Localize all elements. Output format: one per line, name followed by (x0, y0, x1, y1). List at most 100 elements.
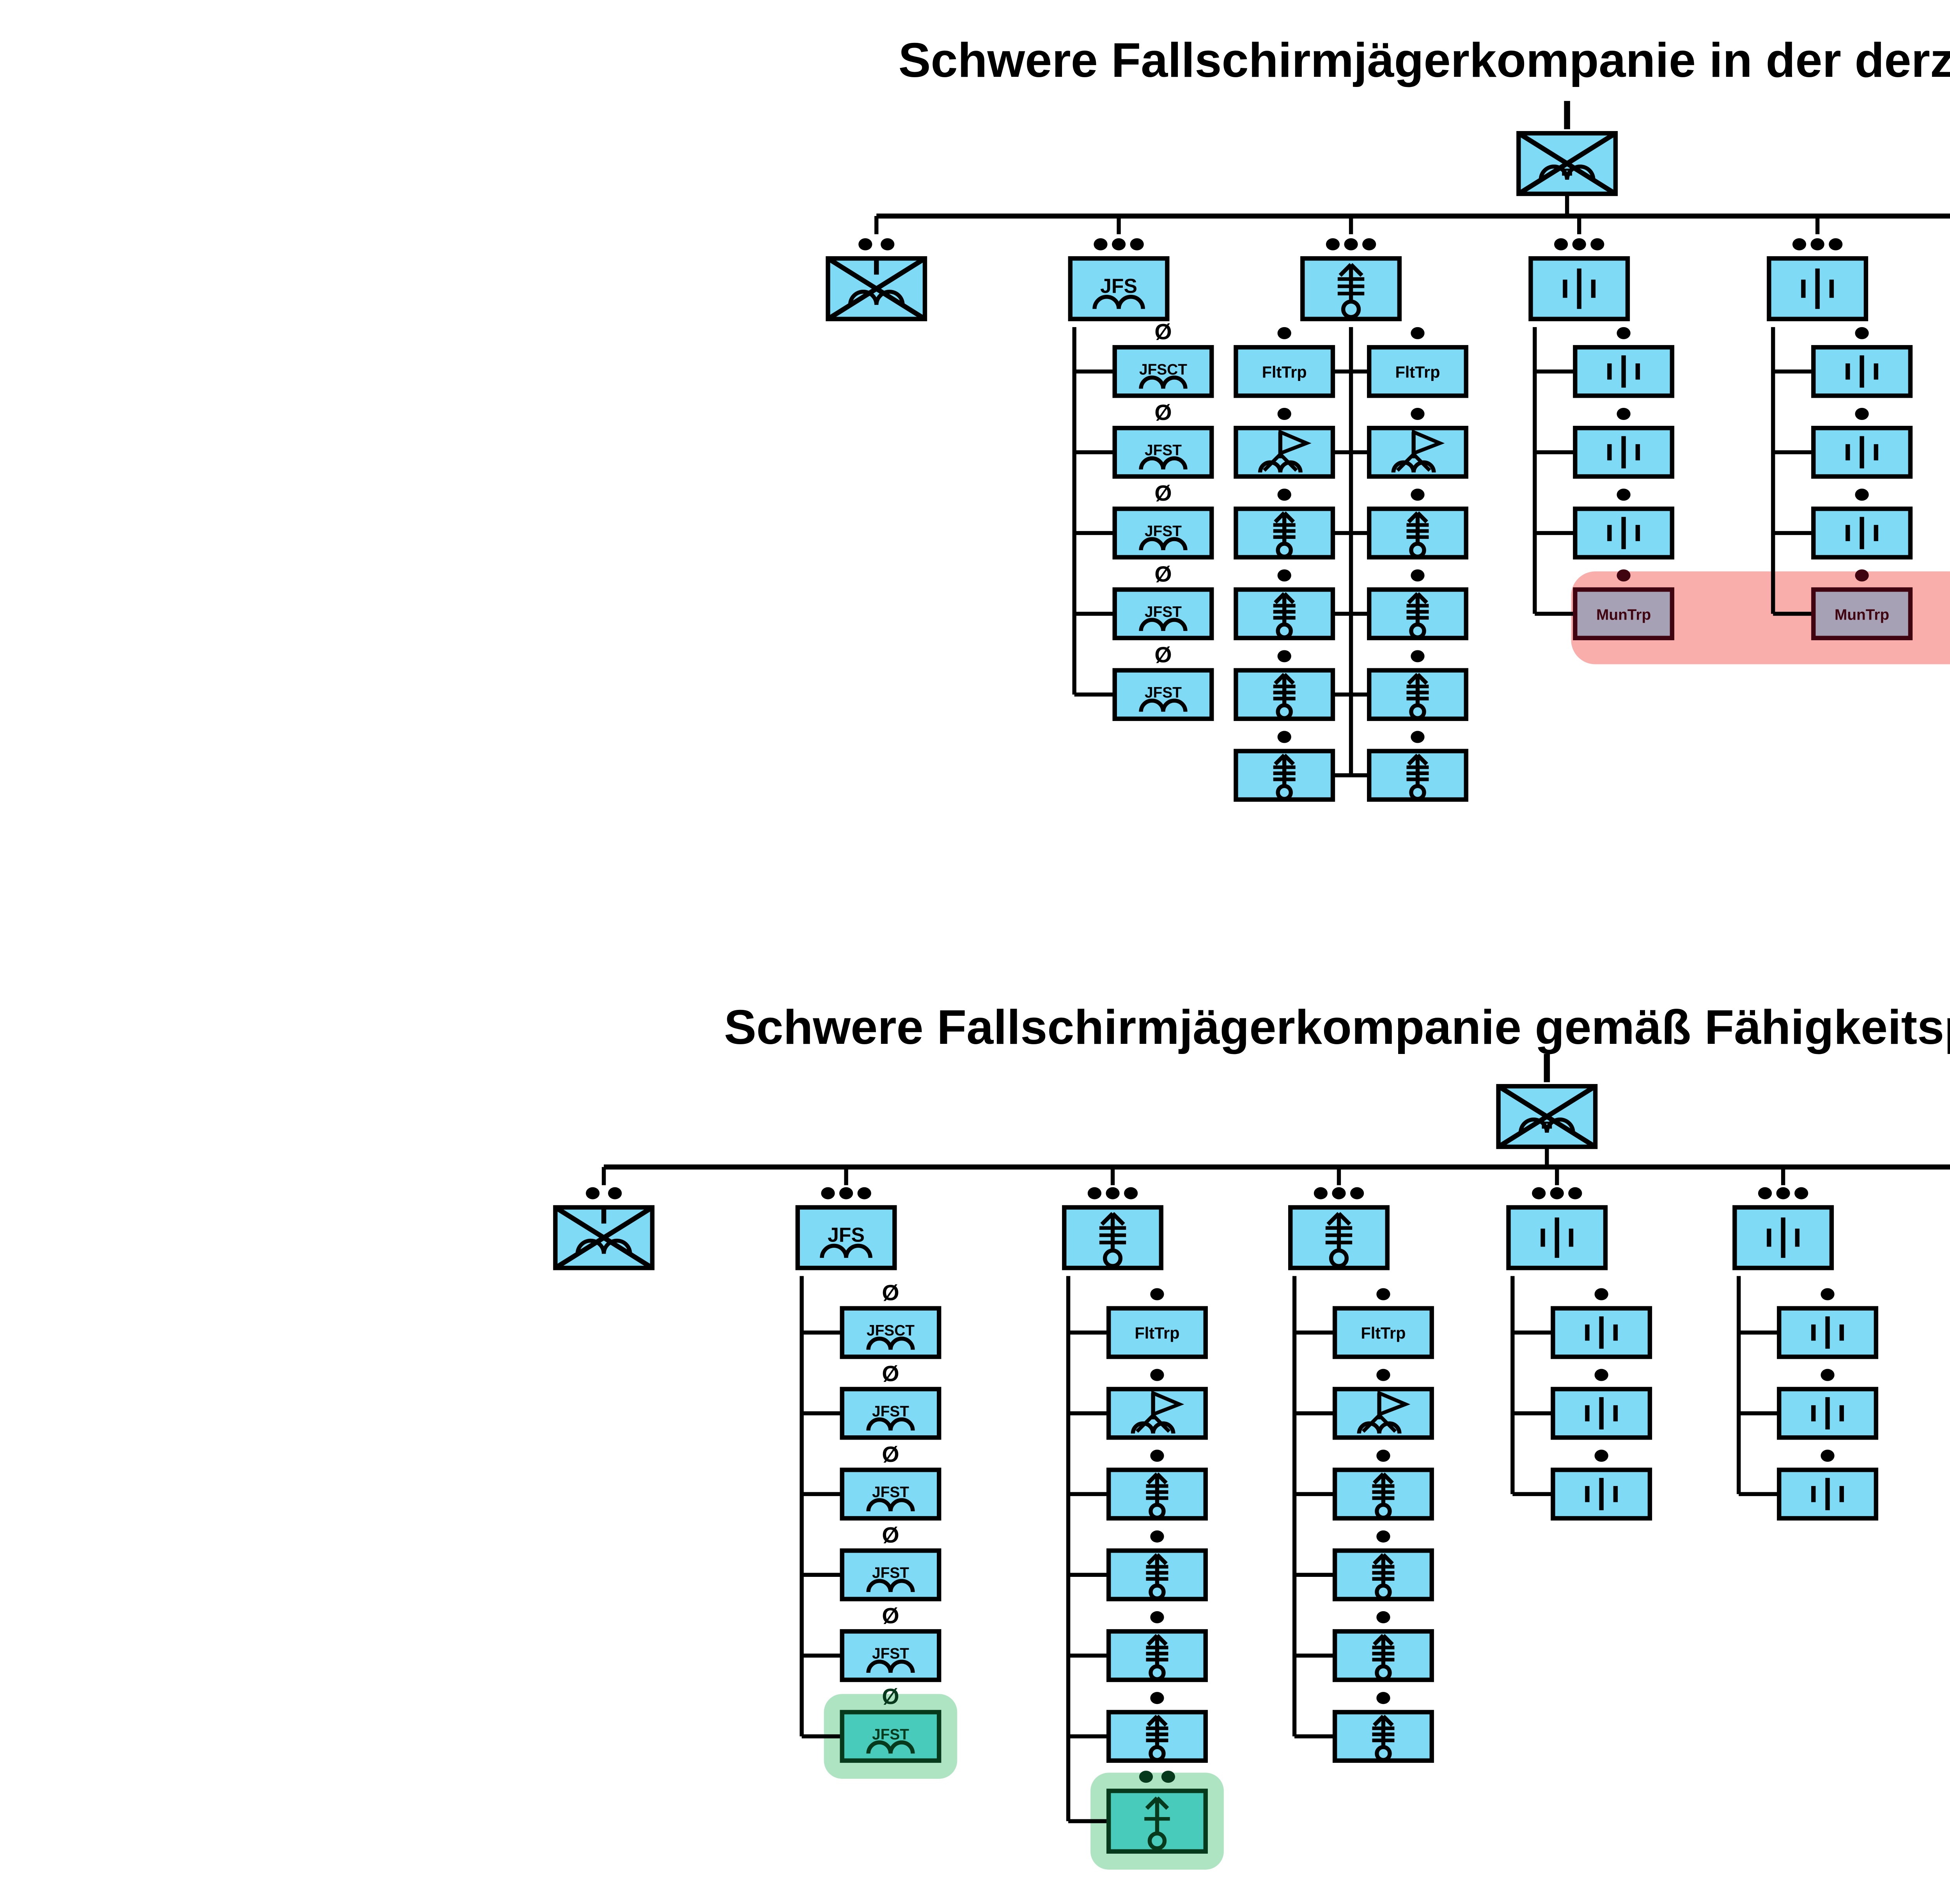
unit-rect (1106, 1306, 1208, 1359)
echelon-dot (586, 1187, 600, 1199)
infantry-airborne-box (553, 1205, 655, 1270)
text-unit-box: FltTrp (1234, 345, 1335, 398)
echelon-dot (1792, 238, 1806, 251)
heavy-mortar-box (1367, 507, 1468, 560)
echelon-dot (1150, 1530, 1164, 1543)
flag-pennant-icon (1151, 1390, 1184, 1417)
echelon-dot (1411, 569, 1425, 582)
echelon-dot (1161, 1771, 1175, 1783)
echelon-dot (1590, 238, 1604, 251)
unit-rect (1811, 587, 1913, 640)
mortar-baseplate (1149, 1745, 1166, 1762)
airborne-arcs-icon (1092, 295, 1145, 309)
echelon-dot (1594, 1449, 1608, 1462)
mortar-baseplate (1375, 1745, 1392, 1762)
mortar-arrow (1147, 1714, 1159, 1727)
mortar-arrow (1338, 263, 1353, 277)
mortar-arrow (1283, 511, 1295, 524)
echelon-dot (1411, 731, 1425, 743)
mortar-baseplate (1149, 1502, 1166, 1520)
echelon-dot (857, 1187, 871, 1199)
mortar-arrow (1407, 673, 1419, 685)
echelon-slash: Ø (1154, 642, 1172, 667)
chart-title-target: Schwere Fallschirmjägerkompanie gemäß Fä… (724, 1001, 1950, 1056)
echelon-dot (1855, 327, 1869, 339)
weapons-box (1777, 1467, 1879, 1521)
echelon-dot (1810, 238, 1824, 251)
echelon-slash: Ø (1154, 481, 1172, 506)
mortar-arrow (1156, 1634, 1168, 1646)
echelon-dot (821, 1187, 835, 1199)
branch-company-hq-squad (826, 216, 927, 321)
mortar-baseplate (1375, 1502, 1392, 1520)
unit-label: JFST (872, 1726, 909, 1743)
echelon-dot (1314, 1187, 1328, 1199)
echelon-dot (1326, 238, 1340, 251)
echelon-dot (1376, 1288, 1390, 1300)
mortar-baseplate (1329, 1248, 1349, 1268)
mortar-arrow (1274, 592, 1286, 604)
echelon-dot (1411, 407, 1425, 420)
weapons-box (1777, 1387, 1879, 1440)
echelon-dot (1112, 238, 1126, 251)
mortar-arrow (1382, 1714, 1394, 1727)
airborne-arcs-icon (866, 1660, 915, 1673)
airborne-arcs-icon (866, 1336, 915, 1350)
mortar-arrow (1283, 592, 1295, 604)
echelon-dot (1821, 1288, 1835, 1300)
weapons-box (1573, 426, 1675, 479)
jfs-unit-box: JFST (1112, 426, 1214, 479)
infantry-airborne-box: H (1516, 131, 1618, 196)
echelon-dot (1617, 489, 1631, 501)
heavy-mortar-box (1332, 1467, 1434, 1521)
heavy-mortar-box (1367, 587, 1468, 640)
echelon-dot (1776, 1187, 1790, 1199)
mortar-baseplate (1341, 299, 1361, 319)
airborne-arcs-icon (1391, 460, 1436, 473)
light-mortar-box (1106, 1789, 1208, 1854)
unit-label: JFS (828, 1223, 865, 1246)
flag-pennant-icon (1411, 429, 1445, 456)
observer-flag-box (1106, 1387, 1208, 1440)
airborne-arcs-icon (1139, 698, 1188, 712)
heavy-mortar-box (1106, 1548, 1208, 1601)
heavy-mortar-box (1106, 1467, 1208, 1521)
echelon-dot (858, 238, 872, 251)
echelon-dot (1568, 1187, 1582, 1199)
mortar-baseplate (1276, 703, 1293, 720)
airborne-arcs-icon (866, 1498, 915, 1512)
echelon-dot (1617, 569, 1631, 582)
unit-rect (1367, 345, 1468, 398)
chart-target: HJFSØJFSCTØJFSTØJFSTØJFSTØJFSTØJFSTFltTr… (553, 1054, 1950, 1870)
text-unit-box: MunTrp (1573, 587, 1675, 640)
echelon-dot (1150, 1449, 1164, 1462)
mortar-arrow (1407, 753, 1419, 766)
jfs-unit-box: JFST (840, 1467, 941, 1521)
jfs-unit-box: JFST (1112, 507, 1214, 560)
echelon-dot (1617, 407, 1631, 420)
mortar-baseplate (1409, 542, 1426, 559)
mortar-arrow (1372, 1634, 1385, 1646)
echelon-dot (1376, 1530, 1390, 1543)
echelon-dot (1150, 1369, 1164, 1381)
echelon-slash: Ø (1154, 319, 1172, 344)
heavy-mortar-box (1332, 1710, 1434, 1763)
mortar-arrow (1416, 592, 1428, 604)
mortar-arrow (1274, 753, 1286, 766)
echelon-dot (1106, 1187, 1120, 1199)
echelon-dot (839, 1187, 853, 1199)
mortar-baseplate (1149, 1583, 1166, 1601)
mortar-baseplate (1409, 784, 1426, 801)
unit-label: FltTrp (1395, 363, 1440, 381)
echelon-dot (1532, 1187, 1546, 1199)
mortar-arrow (1156, 1472, 1168, 1484)
unit-label: JFST (872, 1403, 909, 1420)
unit-label: JFST (1145, 442, 1182, 459)
unit-rect (1332, 1387, 1434, 1440)
heavy-mortar-box (1106, 1629, 1208, 1682)
echelon-dot (1411, 489, 1425, 501)
mortar-arrow (1111, 1212, 1125, 1226)
unit-label: MunTrp (1596, 607, 1651, 623)
mortar-arrow (1100, 1212, 1114, 1226)
